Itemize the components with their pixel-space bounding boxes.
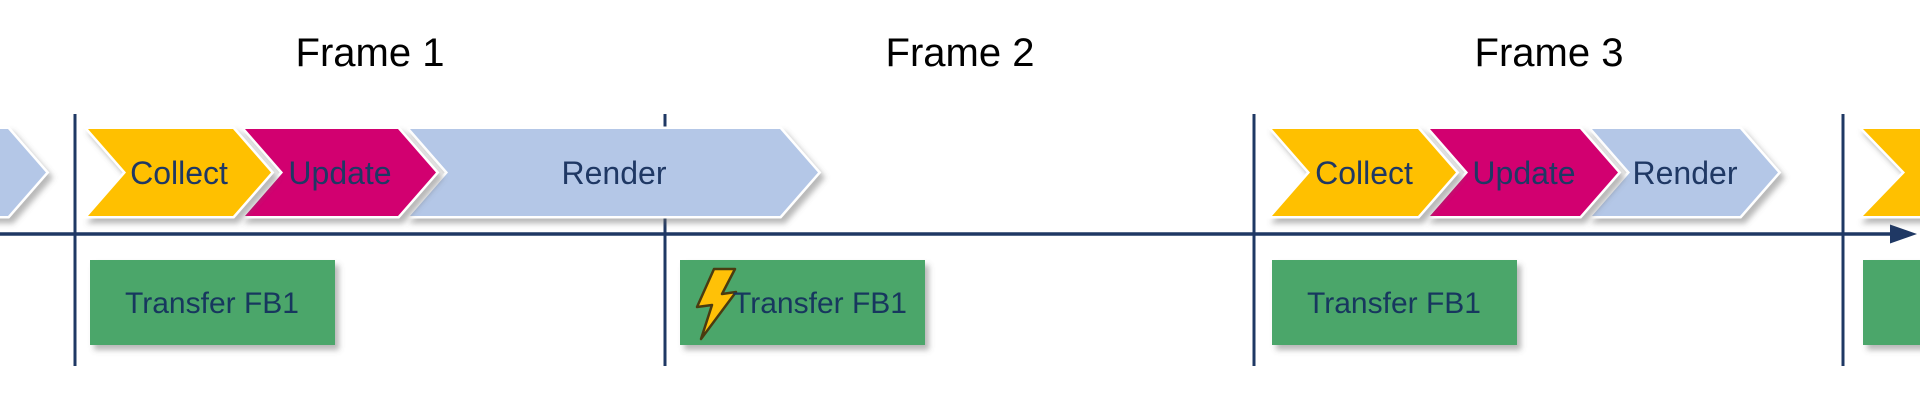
frame1-title: Frame 1 — [296, 31, 445, 75]
next-frame-transfer-box-partial — [1863, 260, 1920, 345]
frame3-transfer-box — [1272, 260, 1517, 345]
timeline-arrowhead-icon — [1890, 224, 1917, 244]
frame3-collect-chevron — [1266, 126, 1460, 219]
frame2-title: Frame 2 — [886, 31, 1035, 75]
frame1-update-label: Update — [288, 155, 391, 191]
frame1-transfer-label: Transfer FB1 — [125, 287, 299, 320]
lightning-bolt-icon — [695, 267, 738, 341]
frame1-transfer-box — [90, 260, 335, 345]
frame3-update-chevron — [1424, 126, 1622, 219]
frame3-update-label: Update — [1472, 155, 1575, 191]
frame3-transfer-label: Transfer FB1 — [1307, 287, 1481, 320]
frame1-render-label: Render — [562, 155, 667, 191]
frame3-render-chevron — [1586, 126, 1782, 219]
frame1-render-chevron — [404, 126, 822, 219]
frame3-title: Frame 3 — [1475, 31, 1624, 75]
prev-frame-render-chevron-partial — [0, 126, 50, 219]
frame3-collect-label: Collect — [1315, 155, 1413, 191]
frame3-render-label: Render — [1633, 155, 1738, 191]
frame1-collect-chevron — [82, 126, 275, 219]
frame1-collect-label: Collect — [130, 155, 228, 191]
frame1-update-chevron — [239, 126, 440, 219]
next-frame-collect-chevron-partial — [1857, 126, 1920, 219]
frame2-transfer-label: Transfer FB1 — [733, 287, 907, 320]
